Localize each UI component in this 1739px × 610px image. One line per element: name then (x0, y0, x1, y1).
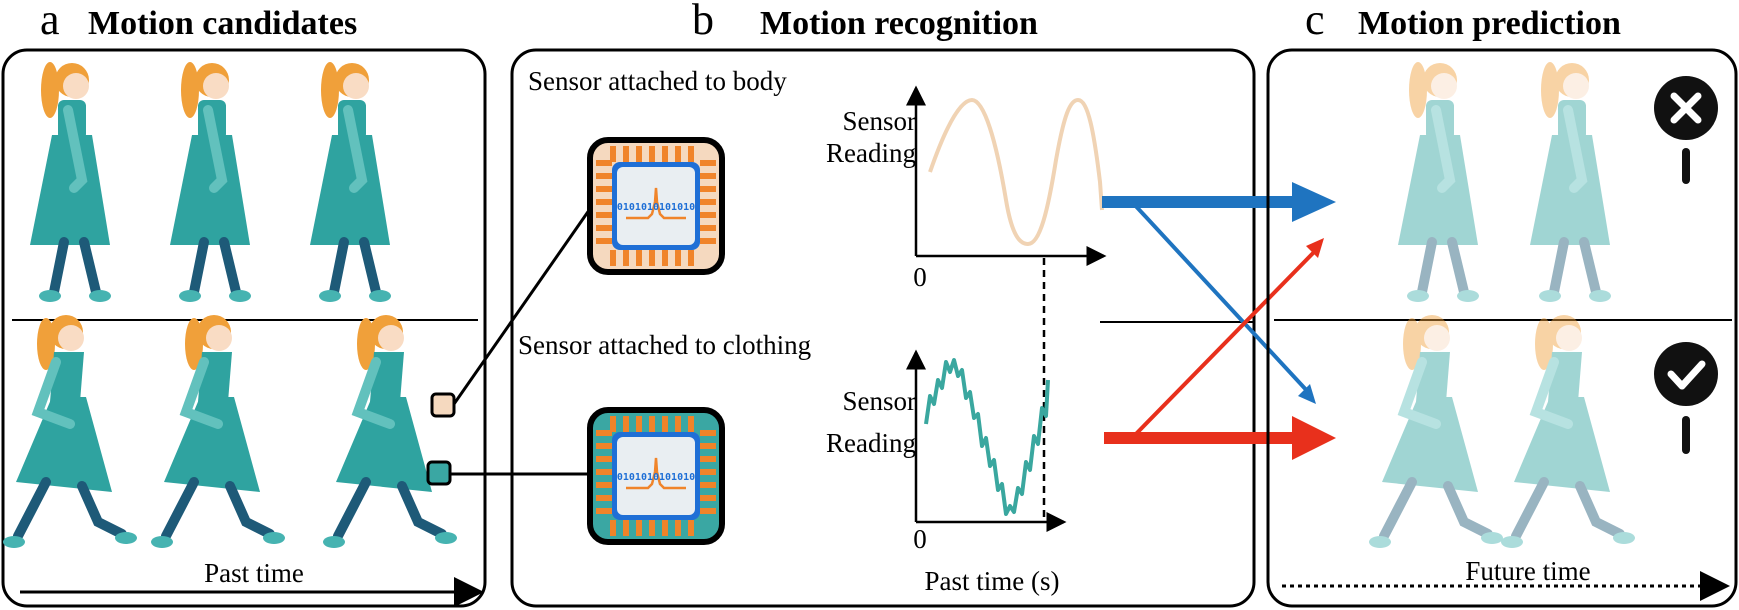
body-sensor-label: Sensor attached to body (528, 66, 787, 96)
panel-b-title: Motion recognition (760, 5, 1038, 42)
clothing-sensor-label: Sensor attached to clothing (518, 330, 811, 360)
top-zero-label: 0 (913, 262, 927, 292)
wrong-prediction-marker (1654, 76, 1718, 184)
panel-c-letter: c (1305, 0, 1325, 44)
panel-b-axis-label: Past time (s) (925, 566, 1060, 596)
body-signal-plot: Sensor Reading 0 (826, 85, 1107, 292)
clothing-signal-curve (924, 358, 1050, 516)
bottom-reading-line1: Sensor (843, 386, 917, 416)
red-prediction-arrows (1104, 238, 1336, 460)
walking-figures (30, 62, 391, 302)
panel-a-frame (1, 48, 487, 608)
correct-prediction-marker (1654, 342, 1718, 454)
predicted-walking-figures (1398, 62, 1611, 302)
panel-c-title: Motion prediction (1358, 5, 1621, 42)
panel-c-frame (1266, 48, 1738, 608)
cross-icon (1670, 92, 1702, 124)
body-signal-curve (928, 97, 1104, 247)
bottom-zero-label: 0 (913, 524, 927, 554)
top-reading-line1: Sensor (843, 106, 917, 136)
predicted-running-figures (1369, 315, 1635, 548)
clothing-signal-plot: Sensor Reading 0 (826, 349, 1067, 554)
svg-text:0101010101010: 0101010101010 (617, 472, 695, 483)
panel-c-axis-label: Future time (1465, 556, 1590, 586)
clothing-sensor-marker (426, 460, 452, 486)
panel-a-axis-label: Past time (204, 558, 304, 588)
svg-text:0101010101010: 0101010101010 (617, 202, 695, 213)
body-sensor-marker (430, 392, 456, 418)
panel-a-title: Motion candidates (88, 5, 357, 42)
check-icon (1667, 360, 1706, 390)
running-figures (3, 315, 457, 548)
clothing-sensor-chip: 0101010101010 (590, 410, 722, 542)
blue-prediction-arrows (1102, 182, 1336, 404)
panel-a-letter: a (40, 0, 60, 44)
bottom-reading-line2: Reading (826, 428, 916, 458)
panel-b-frame (510, 48, 1256, 608)
body-sensor-connector (452, 205, 594, 405)
top-reading-line2: Reading (826, 138, 916, 168)
body-sensor-chip: 0101010101010 (590, 140, 722, 272)
panel-b-letter: b (692, 0, 714, 44)
